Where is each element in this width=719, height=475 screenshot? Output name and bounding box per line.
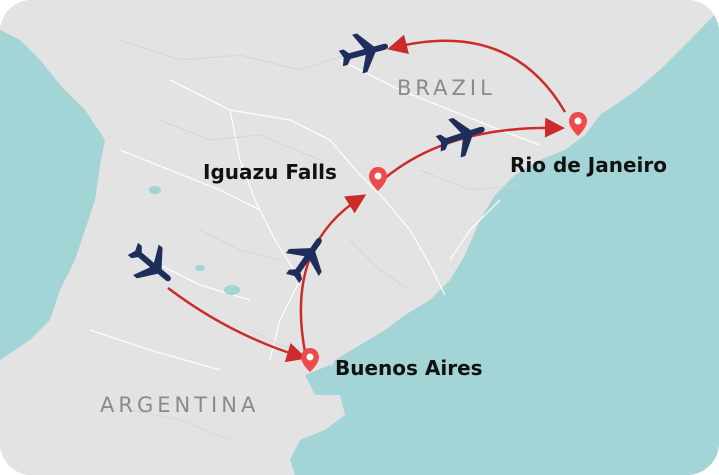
pin-icon[interactable] bbox=[569, 112, 587, 136]
borders bbox=[89, 59, 541, 371]
airplane-icon bbox=[435, 117, 485, 158]
city-label-rio[interactable]: Rio de Janeiro bbox=[510, 153, 667, 177]
lake bbox=[195, 265, 205, 271]
route-rio-outbound bbox=[387, 34, 567, 113]
lake bbox=[149, 186, 161, 194]
city-label-iguazu[interactable]: Iguazu Falls bbox=[203, 160, 337, 184]
airplane-icon bbox=[338, 33, 388, 74]
airplane-icon bbox=[286, 238, 322, 284]
pin-icon[interactable] bbox=[301, 348, 319, 372]
lake bbox=[224, 285, 240, 295]
airplane-icon bbox=[127, 242, 171, 282]
country-label-argentina: ARGENTINA bbox=[100, 393, 259, 417]
rio-de-la-plata bbox=[305, 365, 350, 395]
country-label-brazil: BRAZIL bbox=[397, 76, 496, 100]
city-label-buenos-aires[interactable]: Buenos Aires bbox=[335, 356, 483, 380]
route-to-buenos-aires bbox=[167, 287, 307, 363]
pacific-ocean bbox=[0, 30, 100, 355]
pin-icon[interactable] bbox=[369, 167, 387, 191]
